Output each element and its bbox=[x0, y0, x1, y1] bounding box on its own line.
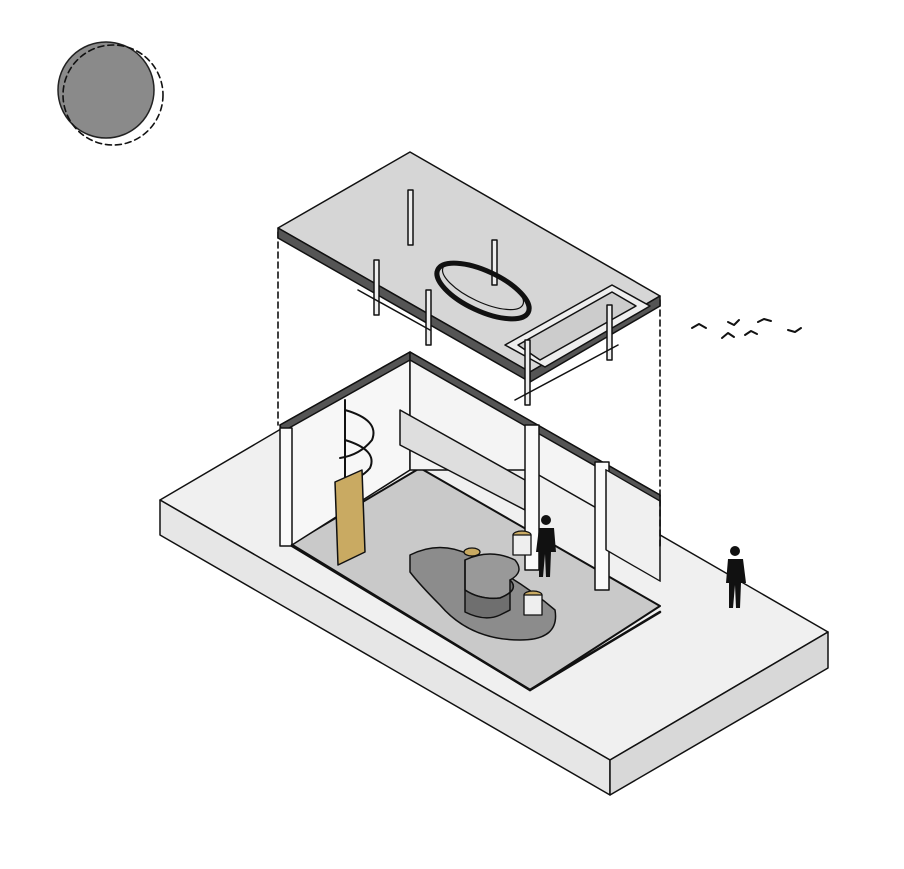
door-panel bbox=[334, 469, 366, 566]
ring-chandelier bbox=[434, 260, 532, 322]
roof-slab bbox=[277, 151, 661, 383]
stools bbox=[463, 530, 543, 616]
person-icon bbox=[726, 546, 746, 608]
pendant-lights bbox=[357, 189, 619, 406]
person-icon bbox=[536, 515, 556, 577]
birds-icon bbox=[691, 318, 802, 339]
reception-desk bbox=[464, 553, 520, 619]
sun-icon bbox=[57, 41, 164, 146]
projection-lines bbox=[277, 231, 661, 551]
